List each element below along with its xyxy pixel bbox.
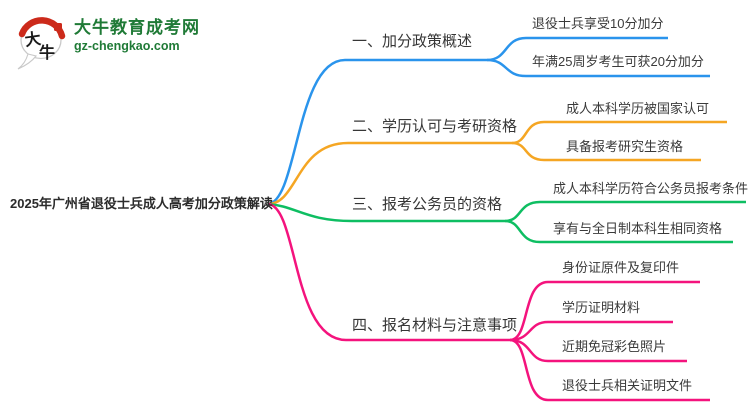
site-url: gz-chengkao.com (74, 39, 180, 53)
branch-2-child-1-label: 成人本科学历被国家认可 (566, 101, 710, 116)
branch-4-child-1-label: 身份证原件及复印件 (562, 260, 680, 275)
branch-1-child-2-label: 年满25周岁考生可获20分加分 (532, 54, 704, 69)
branch-4-label: 四、报名材料与注意事项 (352, 317, 518, 334)
branch-3-label: 三、报考公务员的资格 (352, 196, 503, 213)
branch-3-child-1-connector (504, 200, 746, 223)
site-logo[interactable]: 大 牛 大牛教育成考网 gz-chengkao.com (12, 8, 200, 70)
branch-1-label: 一、加分政策概述 (352, 33, 473, 50)
branch-2-label: 二、学历认可与考研资格 (352, 118, 518, 135)
branch-3-child-1-label: 成人本科学历符合公务员报考条件 (553, 181, 749, 196)
branch-4-child-3-label: 近期免冠彩色照片 (562, 339, 667, 354)
branch-4-child-4-label: 退役士兵相关证明文件 (562, 378, 693, 393)
branch-2-child-2-label: 具备报考研究生资格 (566, 139, 684, 154)
branch-1-child-1-label: 退役士兵享受10分加分 (532, 16, 664, 31)
logo-char-1: 大 (24, 29, 43, 50)
branch-4-child-2-label: 学历证明材料 (562, 300, 641, 315)
bubble-tail (17, 53, 37, 70)
logo-seal-icon (54, 23, 62, 31)
branch-4-child-2-connector (509, 320, 673, 342)
logo-text-block: 大牛教育成考网 gz-chengkao.com (74, 8, 200, 54)
site-name: 大牛教育成考网 (74, 18, 200, 37)
root-topic: 2025年广州省退役士兵成人高考加分政策解读 (10, 196, 273, 211)
logo-char-2: 牛 (39, 43, 55, 62)
logo-bubble-icon: 大 牛 (17, 17, 66, 70)
branch-2-connector (267, 141, 512, 206)
branch-3-child-2-label: 享有与全日制本科生相同资格 (553, 221, 723, 236)
